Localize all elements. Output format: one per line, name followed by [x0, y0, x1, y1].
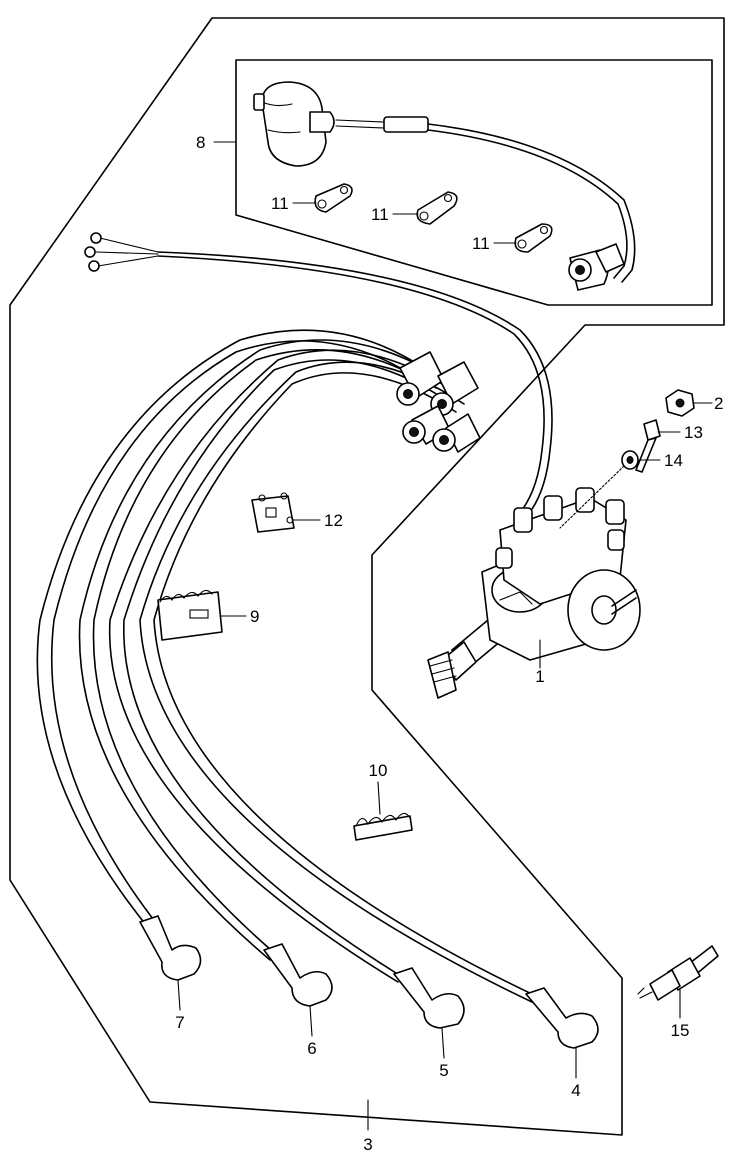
wire-holder-icon-12: [251, 492, 295, 533]
callout-1: 1: [535, 667, 544, 686]
ignition-wire-set-boundary: [9, 17, 725, 1136]
wire-clamp-icon-11b: [416, 191, 458, 225]
callout-11a: 11: [271, 194, 289, 213]
callout-2: 2: [714, 394, 723, 413]
plug-cap-icon-5: [393, 967, 465, 1029]
ignition-coil-icon: [253, 81, 636, 283]
callout-14: 14: [664, 451, 683, 470]
nut-icon-2: [665, 389, 695, 417]
callout-4: 4: [571, 1081, 580, 1100]
callout-11c: 11: [472, 234, 490, 253]
wire-clip-icon-10: [353, 812, 413, 841]
callout-15: 15: [671, 1021, 690, 1040]
wire-clamp-icon-11c: [514, 223, 553, 253]
callout-6: 6: [307, 1039, 316, 1058]
callout-12: 12: [324, 511, 343, 530]
plug-cap-icon-6: [263, 943, 333, 1007]
spark-plug-wires: [36, 329, 537, 1003]
spark-plug-icon: [637, 945, 719, 1001]
coil-wire-inset-box: [235, 59, 713, 306]
wire-holder-icon-9: [157, 589, 223, 641]
callout-10: 10: [369, 761, 388, 780]
distributor-icon: [427, 487, 641, 699]
bolt-icon-13: [635, 419, 661, 473]
callout-11b: 11: [371, 205, 389, 224]
callout-5: 5: [439, 1061, 448, 1080]
callout-3: 3: [363, 1135, 372, 1154]
plug-cap-icon-4: [525, 987, 599, 1049]
leader-7: [177, 979, 181, 1011]
callout-7: 7: [175, 1013, 184, 1032]
callout-13: 13: [684, 423, 703, 442]
leader-6: [309, 1005, 313, 1037]
primary-wire-terminals-icon: [84, 232, 553, 513]
plug-cap-icon-7: [139, 915, 202, 981]
wire-clamp-icon-11a: [314, 183, 353, 213]
leader-10: [377, 781, 381, 815]
distributor-boots-icon: [396, 351, 481, 453]
callout-9: 9: [250, 607, 259, 626]
mount-guide-line: [559, 465, 625, 529]
callout-8: 8: [196, 133, 205, 152]
coil-wire-cap-icon: [568, 243, 625, 291]
leader-5: [441, 1027, 445, 1059]
